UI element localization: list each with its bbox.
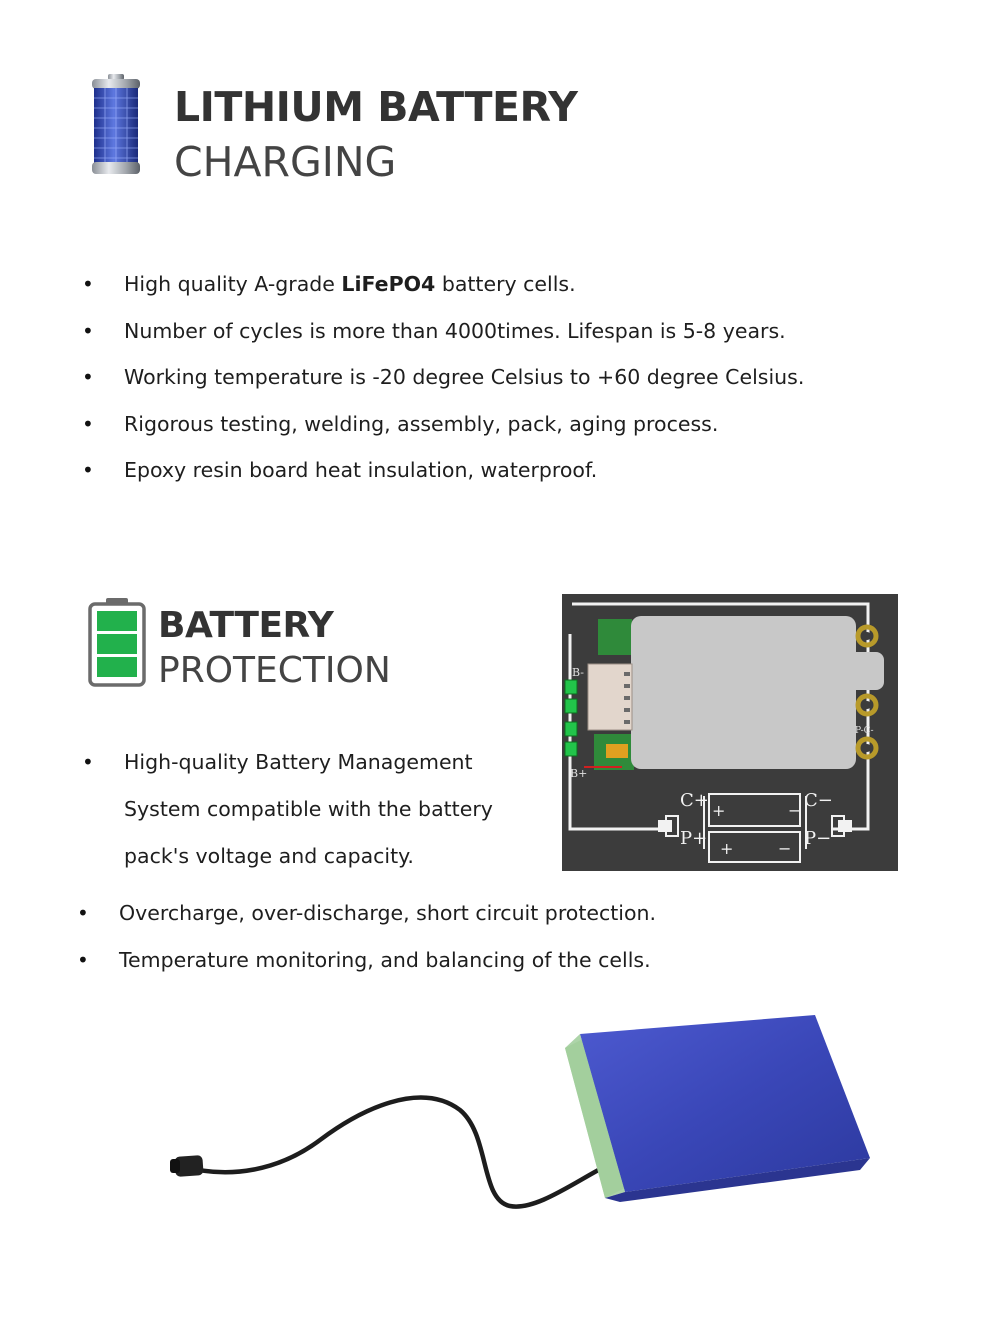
list-item: High quality A-grade LiFePO4 battery cel…	[124, 270, 576, 298]
lithium-battery-icon	[88, 74, 144, 178]
list-item: Epoxy resin board heat insulation, water…	[124, 458, 598, 482]
pcb-label-c-plus: C+	[680, 790, 709, 811]
bms-line: pack's voltage and capacity.	[124, 844, 414, 868]
bullet-dot: •	[77, 948, 89, 972]
pcb-label-p-plus: P+	[680, 828, 707, 849]
pcb-label-p-c-minus: P-C-	[855, 726, 874, 736]
pcb-label-p-minus: P−	[804, 828, 831, 849]
pcb-label-minus: −	[778, 839, 791, 858]
bullet-dot: •	[77, 901, 89, 925]
pcb-label-plus: +	[720, 839, 733, 858]
bullet-dot: •	[82, 272, 94, 296]
bullet-dot: •	[82, 365, 94, 389]
bullet-text: battery cells.	[435, 272, 576, 296]
bms-pcb-image: B- B+ P-C- C+ C− P+ P− + − + −	[562, 594, 898, 871]
pcb-label-b-plus: B+	[570, 767, 587, 780]
list-item: Number of cycles is more than 4000times.…	[124, 319, 786, 343]
bullet-dot: •	[82, 458, 94, 482]
section2-title-line1: BATTERY	[158, 605, 334, 646]
pouch-battery-image	[170, 1010, 880, 1230]
bms-line: System compatible with the battery	[124, 797, 493, 821]
pcb-label-minus: −	[788, 801, 801, 820]
section1-title-line2: CHARGING	[174, 138, 397, 186]
bullet-dot: •	[82, 412, 94, 436]
pcb-label-plus: +	[712, 801, 725, 820]
pcb-label-c-minus: C−	[804, 790, 833, 811]
chemistry-name: LiFePO4	[341, 272, 436, 296]
list-item: Overcharge, over-discharge, short circui…	[119, 901, 657, 925]
bullet-dot: •	[82, 319, 94, 343]
bullet-text: High quality A-grade	[124, 272, 342, 296]
pcb-label-b-minus: B-	[572, 666, 584, 679]
bms-line: High-quality Battery Management	[124, 750, 473, 774]
section2-title-line2: PROTECTION	[158, 650, 391, 691]
list-item: Rigorous testing, welding, assembly, pac…	[124, 412, 719, 436]
battery-level-icon	[88, 597, 146, 687]
list-item: Temperature monitoring, and balancing of…	[119, 948, 651, 972]
bullet-dot: •	[82, 750, 94, 774]
section1-title-line1: LITHIUM BATTERY	[174, 83, 578, 131]
list-item: Working temperature is -20 degree Celsiu…	[124, 365, 805, 389]
